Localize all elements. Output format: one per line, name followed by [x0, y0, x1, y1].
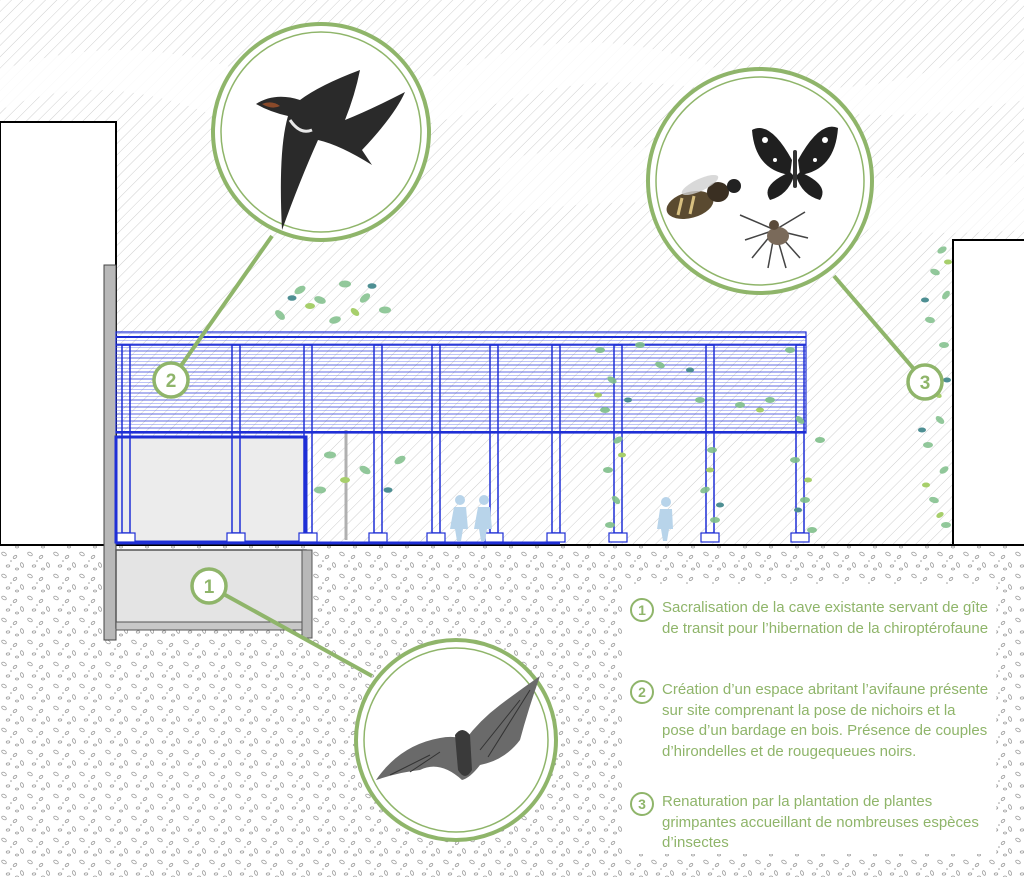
butterfly-icon [752, 126, 838, 200]
column-base [368, 532, 388, 543]
spider-icon [739, 211, 809, 269]
retaining-wall [103, 264, 117, 641]
connector-2 [169, 234, 274, 382]
connector-3 [832, 274, 927, 384]
swallow-icon [256, 70, 405, 230]
badge-2: 2 [152, 361, 190, 399]
badge-1: 1 [190, 567, 228, 605]
left-building [0, 121, 117, 546]
column-base [608, 532, 628, 543]
badge-3-number: 3 [920, 373, 931, 394]
legend-text-1: Sacralisation de la cave existante serva… [662, 599, 989, 637]
column-base [116, 532, 136, 543]
badge-3: 3 [906, 363, 944, 401]
column-base [546, 532, 566, 543]
enclosed-room [114, 435, 308, 544]
legend-number-1: 1 [630, 598, 654, 622]
climbing-plants-pergola [594, 342, 825, 533]
bat-callout [354, 638, 558, 842]
swallow-callout [211, 22, 431, 242]
climbing-plant-right [918, 246, 952, 528]
people-silhouettes [450, 495, 673, 541]
column-base [298, 532, 318, 543]
bat-icon [376, 676, 540, 780]
badge-1-number: 1 [204, 577, 215, 598]
badge-2-number: 2 [166, 371, 177, 392]
bee-icon [666, 174, 741, 220]
insects-callout [646, 67, 874, 295]
pergola-structure [115, 331, 807, 545]
legend-text-3: Renaturation par la plantation de plante… [662, 793, 979, 851]
right-building [952, 239, 1024, 546]
column-base [700, 532, 720, 543]
connector-1 [208, 584, 373, 678]
tree-foliage [275, 280, 406, 540]
legend-number-3: 3 [630, 792, 654, 816]
legend-number-2: 2 [630, 680, 654, 704]
legend-text-2: Création d’un espace abritant l’avifaune… [662, 681, 989, 760]
column-base [790, 532, 810, 543]
column-base [484, 532, 504, 543]
column-base [226, 532, 246, 543]
column-base [426, 532, 446, 543]
legend-panel: 1 Sacralisation de la cave existante ser… [622, 584, 996, 854]
